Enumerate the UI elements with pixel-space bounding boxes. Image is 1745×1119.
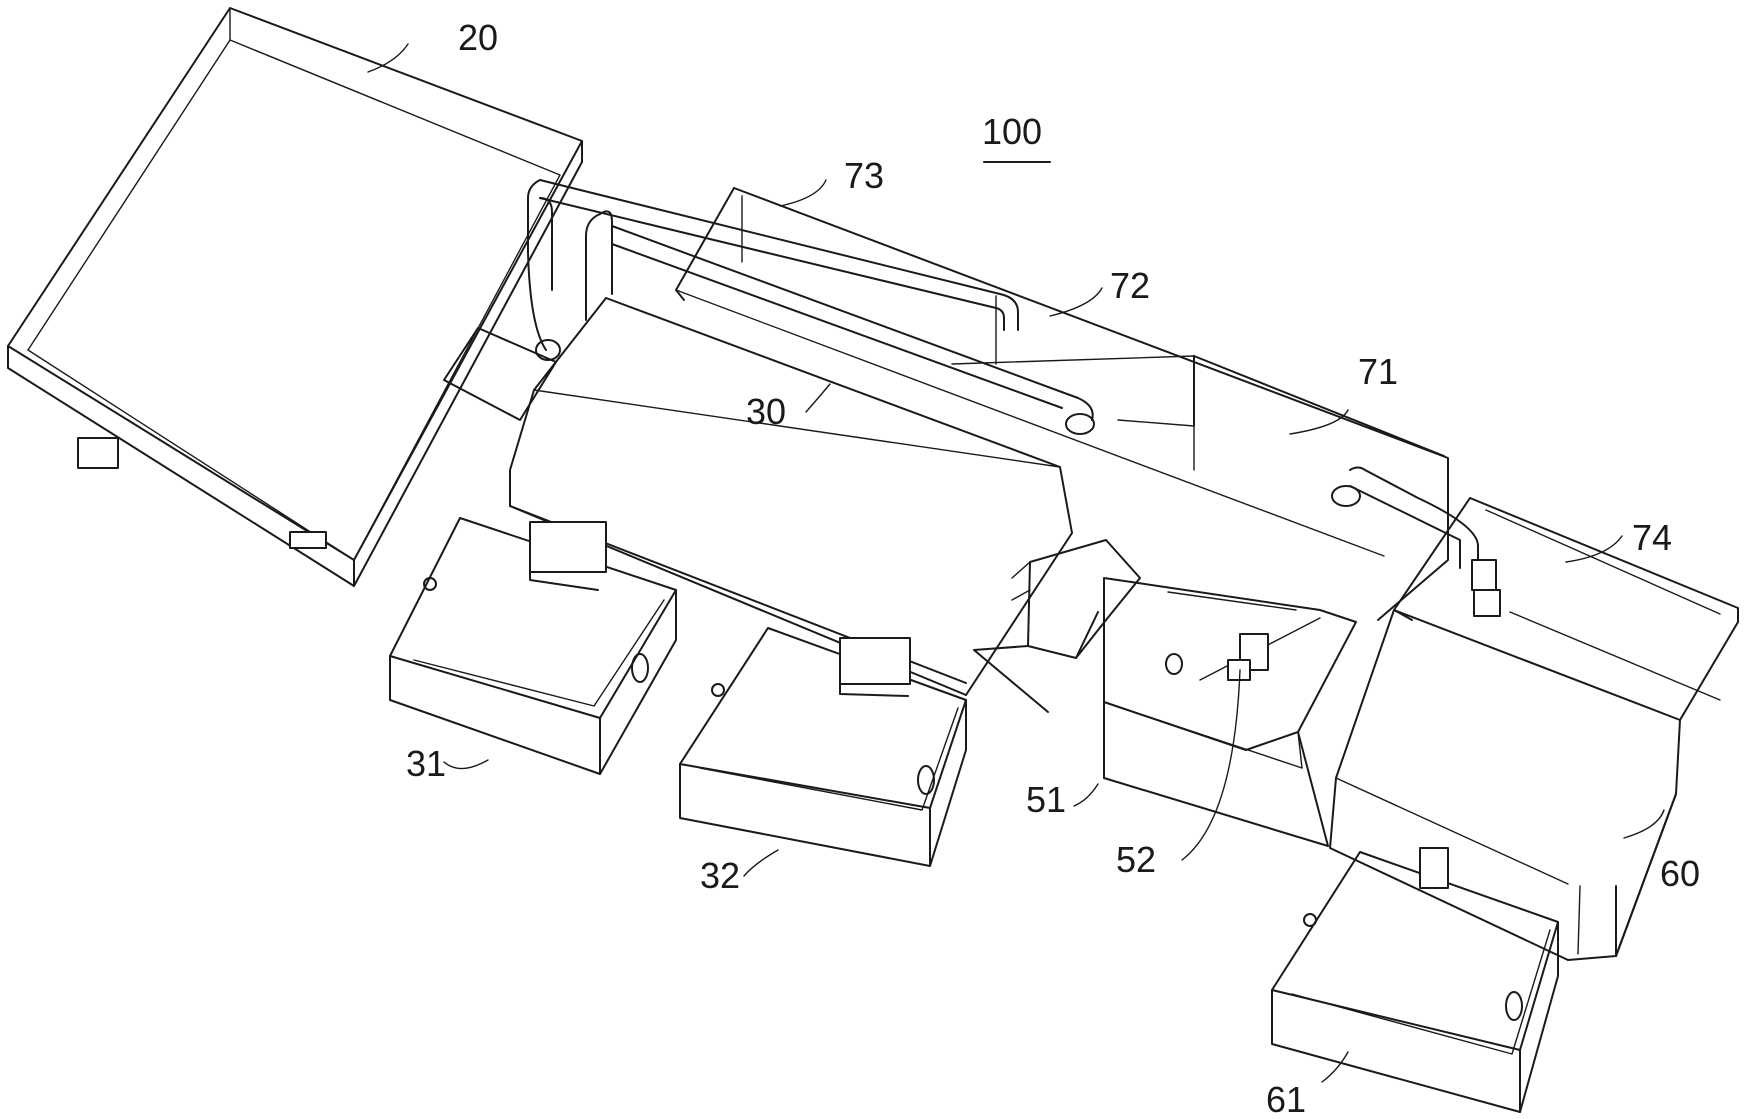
label-31: 31 — [406, 743, 446, 784]
label-72: 72 — [1110, 265, 1150, 306]
leader-73 — [779, 179, 827, 207]
leader-74 — [1565, 535, 1623, 563]
filter-unit — [973, 539, 1141, 713]
leader-52 — [1181, 669, 1241, 861]
leader-61 — [1321, 1051, 1349, 1083]
leader-30 — [805, 383, 831, 413]
label-74: 74 — [1632, 517, 1672, 558]
label-71: 71 — [1358, 351, 1398, 392]
label-73: 73 — [844, 155, 884, 196]
box-61 — [1271, 847, 1559, 1113]
leader-60 — [1623, 809, 1665, 839]
leader-71 — [1289, 409, 1349, 435]
reference-labels: 20 100 73 72 71 30 74 31 51 60 32 52 61 — [406, 17, 1700, 1119]
pump — [1331, 466, 1501, 617]
leader-72 — [1049, 287, 1103, 317]
tank-row-7x — [675, 187, 1449, 621]
label-30: 30 — [746, 391, 786, 432]
label-32: 32 — [700, 855, 740, 896]
box-32 — [679, 627, 967, 867]
tray-20 — [7, 7, 583, 587]
label-60: 60 — [1660, 853, 1700, 894]
chute — [443, 327, 557, 421]
label-52: 52 — [1116, 839, 1156, 880]
leader-51 — [1073, 783, 1099, 807]
tank-74 — [1393, 497, 1739, 721]
leader-20 — [367, 43, 409, 73]
separator-60 — [1329, 609, 1681, 961]
label-assembly-100: 100 — [982, 111, 1042, 152]
box-31 — [389, 517, 677, 775]
label-51: 51 — [1026, 779, 1066, 820]
label-20: 20 — [458, 17, 498, 58]
leader-31 — [443, 759, 489, 770]
box-51 — [1103, 577, 1357, 847]
leader-lines — [367, 43, 1665, 1083]
leader-32 — [743, 849, 779, 877]
pipe-upper — [527, 179, 1019, 351]
label-61: 61 — [1266, 1079, 1306, 1119]
